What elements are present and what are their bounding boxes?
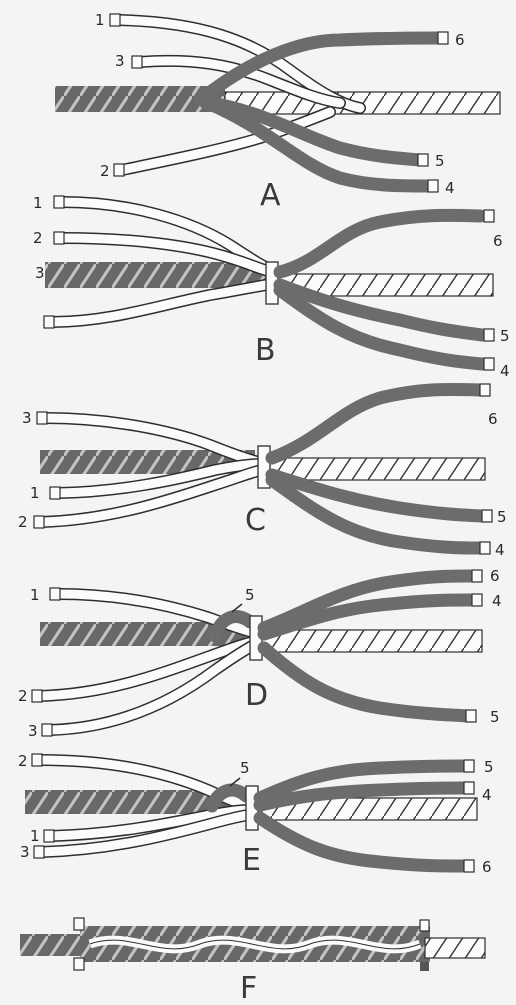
label-a-1: 1 — [95, 11, 105, 29]
label-b-4: 4 — [500, 362, 510, 380]
label-d-5: 5 — [490, 708, 500, 726]
strand-end-right-bottom — [420, 962, 429, 971]
label-d-2: 2 — [18, 687, 28, 705]
label-c-2: 2 — [18, 513, 28, 531]
end-4 — [472, 594, 482, 606]
panel-f-letter: F — [240, 971, 257, 1005]
end-5 — [418, 154, 428, 166]
label-c-5: 5 — [497, 508, 507, 526]
label-a-3: 3 — [115, 52, 125, 70]
label-e-3: 3 — [20, 843, 30, 861]
end-5 — [484, 329, 494, 341]
panel-a-letter: A — [260, 178, 281, 213]
light-strand-3 — [44, 284, 272, 328]
end-4 — [464, 782, 474, 794]
end-5 — [482, 510, 492, 522]
dark-strand-6 — [280, 215, 480, 272]
label-b-6: 6 — [493, 232, 503, 250]
strand-end-top — [74, 918, 84, 930]
end-4 — [428, 180, 438, 192]
dark-strand-6 — [260, 818, 462, 866]
label-c-4: 4 — [495, 541, 505, 559]
label-a-2: 2 — [100, 162, 110, 180]
end-6 — [472, 570, 482, 582]
label-d-4: 4 — [492, 592, 502, 610]
label-c-3: 3 — [22, 409, 32, 427]
label-d-6: 6 — [490, 567, 500, 585]
end-6 — [464, 860, 474, 872]
rope-right-light — [270, 458, 485, 480]
panel-b: 1 2 3 6 5 4 B — [33, 194, 510, 380]
rope-right-light — [425, 938, 485, 958]
label-e-2: 2 — [18, 752, 28, 770]
panel-e-letter: E — [242, 843, 261, 878]
panel-c-letter: C — [245, 503, 266, 538]
end-6 — [438, 32, 448, 44]
label-d-1: 1 — [30, 586, 40, 604]
label-a-4: 4 — [445, 179, 455, 197]
strand-end-right-top — [420, 920, 429, 931]
end-4 — [480, 542, 490, 554]
label-d-5-arrow: 5 — [245, 586, 255, 604]
rope-right-light — [262, 630, 482, 652]
label-a-6: 6 — [455, 31, 465, 49]
strand-end-bottom — [74, 958, 84, 970]
panel-d: 1 5 2 3 6 4 5 D — [18, 567, 502, 740]
end-6 — [480, 384, 490, 396]
dark-strand-5 — [264, 648, 470, 716]
end-6 — [484, 210, 494, 222]
label-d-3: 3 — [28, 722, 38, 740]
panel-f: F — [20, 918, 485, 1005]
panel-d-letter: D — [245, 678, 268, 713]
label-b-1: 1 — [33, 194, 43, 212]
end-5 — [466, 710, 476, 722]
panel-c: 3 1 2 6 5 4 C — [18, 384, 507, 559]
label-e-4: 4 — [482, 786, 492, 804]
label-e-6: 6 — [482, 858, 492, 876]
label-a-5: 5 — [435, 152, 445, 170]
panel-a: 1 3 2 6 5 4 A — [55, 11, 500, 213]
panel-b-letter: B — [255, 333, 276, 368]
end-5 — [464, 760, 474, 772]
label-b-2: 2 — [33, 229, 43, 247]
end-4 — [484, 358, 494, 370]
label-e-5: 5 — [484, 758, 494, 776]
label-e-5-arrow: 5 — [240, 759, 250, 777]
label-c-1: 1 — [30, 484, 40, 502]
panel-e: 2 5 1 3 5 4 6 E — [18, 752, 494, 878]
dark-strand-6 — [272, 389, 480, 458]
label-c-6: 6 — [488, 410, 498, 428]
light-strand-2 — [114, 112, 330, 176]
label-b-5: 5 — [500, 327, 510, 345]
label-b-3: 3 — [35, 264, 45, 282]
label-e-1: 1 — [30, 827, 40, 845]
